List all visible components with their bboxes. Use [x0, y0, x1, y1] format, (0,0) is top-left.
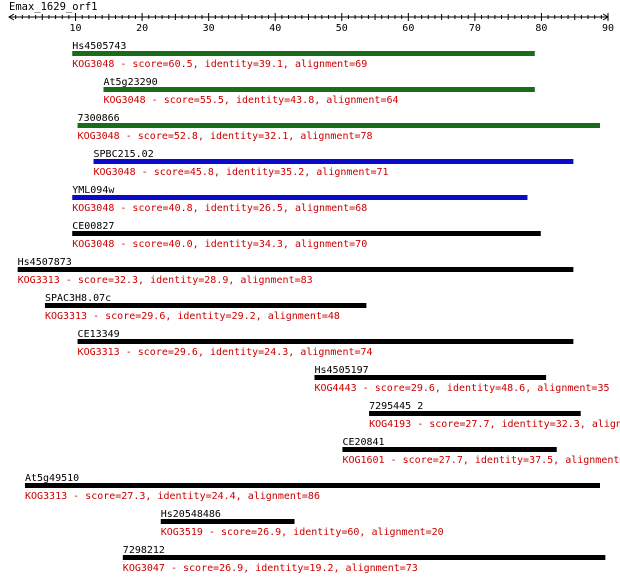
hit-name[interactable]: SPAC3H8.07c — [45, 293, 111, 304]
hit-bar[interactable] — [72, 51, 535, 56]
query-title: Emax_1629_orf1 — [9, 1, 98, 13]
hit-bar[interactable] — [72, 231, 541, 236]
axis-tick-label: 20 — [136, 23, 148, 34]
hit-score-text: KOG3313 - score=27.3, identity=24.4, ali… — [25, 491, 320, 502]
hit-bar[interactable] — [103, 87, 535, 92]
hit-name[interactable]: 7300866 — [78, 113, 120, 124]
hit-score-text: KOG3313 - score=32.3, identity=28.9, ali… — [18, 275, 313, 286]
hit-score-text: KOG3047 - score=26.9, identity=19.2, ali… — [123, 563, 418, 574]
hit-bar[interactable] — [122, 555, 606, 560]
hit-bar[interactable] — [17, 267, 574, 272]
hit-bar[interactable] — [314, 375, 547, 380]
hit-score-text: KOG3048 - score=40.8, identity=26.5, ali… — [72, 203, 367, 214]
hit-score-text: KOG1601 - score=27.7, identity=37.5, ali… — [342, 455, 620, 466]
hit-bar[interactable] — [24, 483, 601, 488]
hit-name[interactable]: CE00827 — [72, 221, 114, 232]
axis-tick-label: 70 — [469, 23, 481, 34]
hit-bar[interactable] — [72, 195, 528, 200]
hit-score-text: KOG3519 - score=26.9, identity=60, align… — [161, 527, 444, 538]
hit-bar[interactable] — [369, 411, 581, 416]
hit-bar[interactable] — [77, 123, 601, 128]
hit-score-text: KOG3048 - score=52.8, identity=32.1, ali… — [78, 131, 373, 142]
axis-tick-label: 60 — [402, 23, 414, 34]
hit-name[interactable]: CE20841 — [342, 437, 384, 448]
hit-score-text: KOG4193 - score=27.7, identity=32.3, ali… — [369, 419, 620, 430]
axis-tick-label: 80 — [535, 23, 547, 34]
hit-name[interactable]: SPBC215.02 — [94, 149, 154, 160]
axis-arrow-left — [8, 13, 15, 21]
axis-tick-label: 50 — [336, 23, 348, 34]
hit-score-text: KOG3048 - score=55.5, identity=43.8, ali… — [104, 95, 399, 106]
hit-name[interactable]: Hs4507873 — [18, 257, 72, 268]
hit-name[interactable]: CE13349 — [78, 329, 120, 340]
hit-score-text: KOG3048 - score=60.5, identity=39.1, ali… — [72, 59, 367, 70]
hit-score-text: KOG3048 - score=45.8, identity=35.2, ali… — [94, 167, 389, 178]
axis-tick-label: 90 — [602, 23, 614, 34]
hit-name[interactable]: At5g49510 — [25, 473, 79, 484]
hit-bar[interactable] — [342, 447, 557, 452]
sequence-axis: 10 20 30 40 50 60 70 80 90 — [8, 13, 614, 34]
hit-name[interactable]: Hs4505743 — [72, 41, 126, 52]
hit-name[interactable]: At5g23290 — [104, 77, 158, 88]
hit-name[interactable]: YML094w — [72, 185, 115, 196]
axis-tick-label: 10 — [70, 23, 82, 34]
hit-name[interactable]: 7295445_2 — [369, 401, 423, 412]
hit-score-text: KOG4443 - score=29.6, identity=48.6, ali… — [314, 383, 609, 394]
hit-bar[interactable] — [77, 339, 574, 344]
hit-bar[interactable] — [93, 159, 574, 164]
hit-name[interactable]: Hs4505197 — [314, 365, 368, 376]
axis-tick-label: 30 — [203, 23, 215, 34]
hit-score-text: KOG3048 - score=40.0, identity=34.3, ali… — [72, 239, 367, 250]
hit-score-text: KOG3313 - score=29.6, identity=24.3, ali… — [78, 347, 373, 358]
hit-bar[interactable] — [160, 519, 295, 524]
hit-name[interactable]: 7298212 — [123, 545, 165, 556]
hit-bar[interactable] — [44, 303, 367, 308]
hit-score-text: KOG3313 - score=29.6, identity=29.2, ali… — [45, 311, 340, 322]
axis-tick-label: 40 — [269, 23, 281, 34]
hit-name[interactable]: Hs20548486 — [161, 509, 221, 520]
